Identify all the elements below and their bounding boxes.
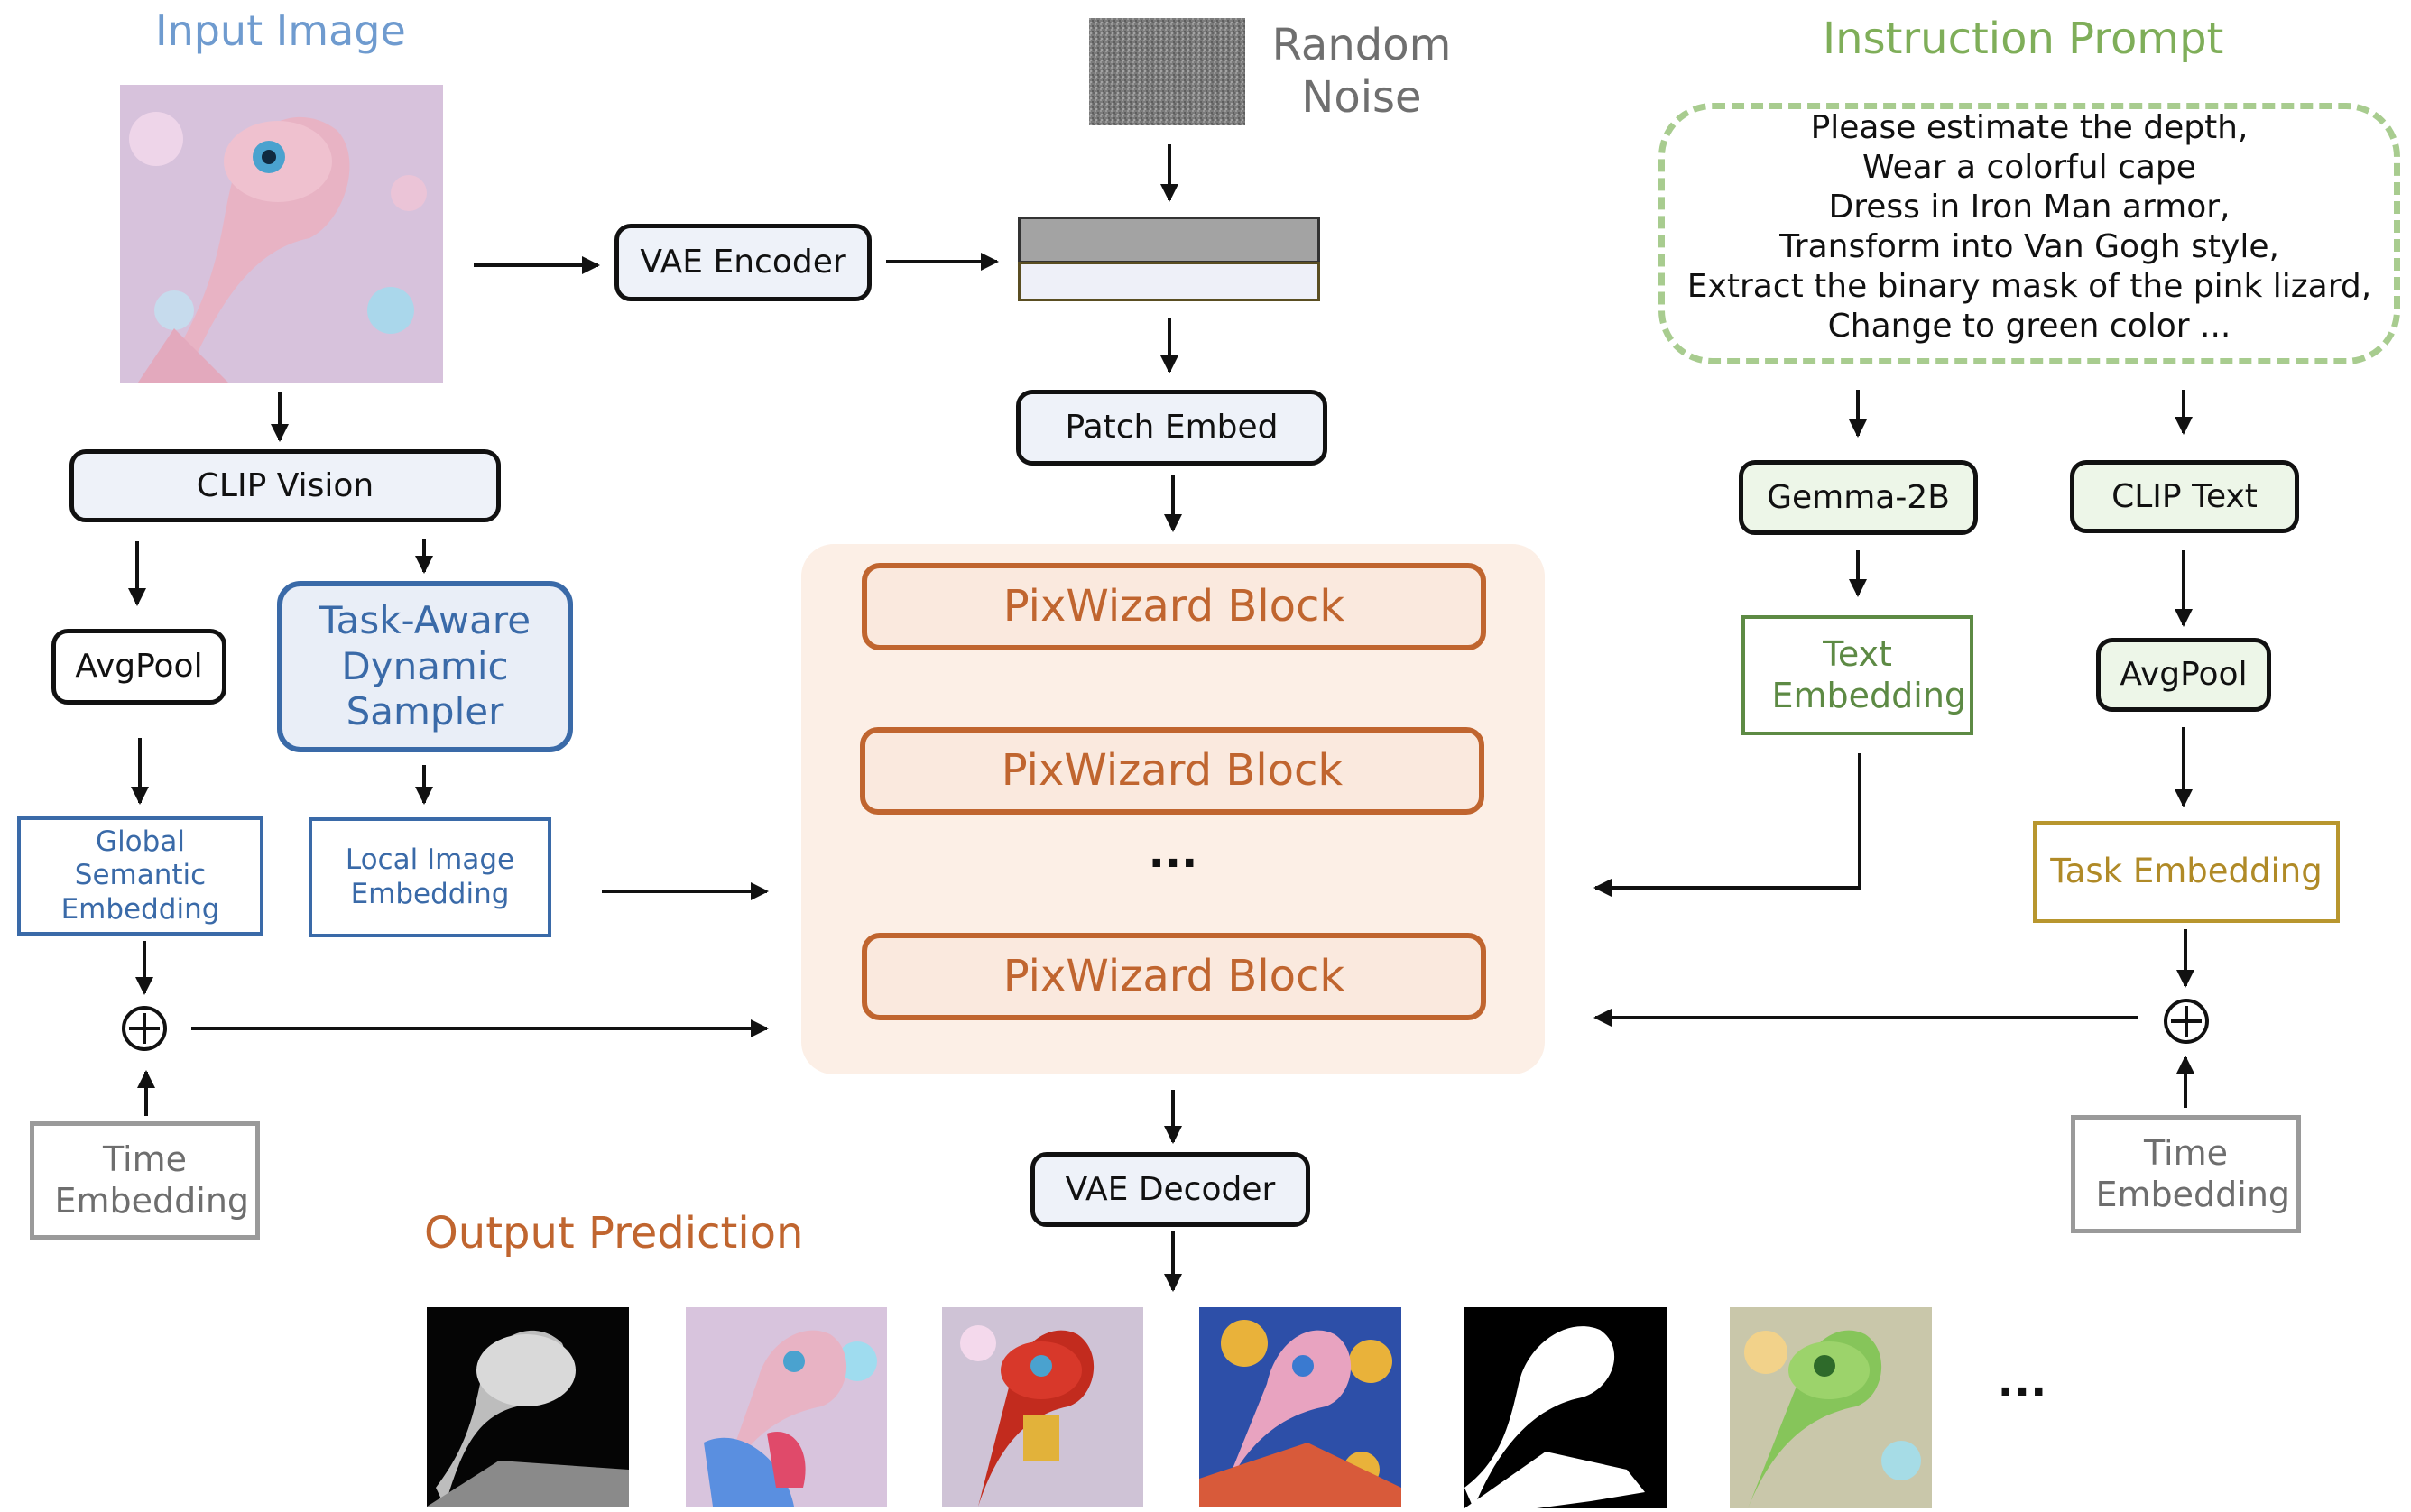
pixwizard-block-1: PixWizard Block [862,563,1486,650]
instruction-prompt-title: Instruction Prompt [1823,14,2224,64]
text-embedding-box: Text Embedding [1741,615,1973,735]
prompt-line-4: Transform into Van Gogh style, [1779,228,2279,265]
vae-encoder-box: VAE Encoder [614,224,872,301]
prompt-line-1: Please estimate the depth, [1810,109,2249,146]
output-depth-map [427,1307,629,1507]
add-right-icon [2164,999,2209,1044]
time-embedding-left-label: Time Embedding [54,1139,250,1221]
instruction-prompt-box [1658,103,2400,364]
prompt-line-5: Extract the binary mask of the pink liza… [1686,268,2372,305]
prompt-line-3: Dress in Iron Man armor, [1828,189,2231,226]
output-prediction-title: Output Prediction [424,1208,804,1258]
block-ellipsis: ... [1148,827,1198,878]
output-binary-mask [1464,1307,1667,1508]
latent-image-layer [1018,262,1320,301]
prompt-lines: Please estimate the depth, Wear a colorf… [1658,108,2400,346]
patch-embed-box: Patch Embed [1016,390,1327,466]
pixwizard-block-2: PixWizard Block [860,727,1484,815]
task-embedding-box: Task Embedding [2033,821,2340,923]
time-embedding-right-label: Time Embedding [2095,1132,2291,1214]
output-iron-man-armor [942,1307,1143,1507]
local-image-embedding-box: Local Image Embedding [309,817,551,937]
random-noise-title: Random Noise [1271,20,1452,123]
pixwizard-block-3: PixWizard Block [862,933,1486,1020]
global-semantic-embedding-box: Global Semantic Embedding [17,816,263,936]
output-van-gogh-style [1199,1307,1401,1507]
task-aware-sampler-label: Task-Aware Dynamic Sampler [319,598,531,734]
add-left-icon [122,1006,167,1051]
avgpool-right-box: AvgPool [2096,638,2271,712]
clip-vision-box: CLIP Vision [69,449,501,522]
output-colorful-cape [686,1307,887,1507]
latent-noise-layer [1018,217,1320,263]
random-noise-image [1089,18,1245,125]
clip-text-box: CLIP Text [2070,460,2299,533]
arrow-text-to-panel [1593,753,1861,897]
local-image-embedding-label: Local Image Embedding [345,844,515,910]
text-embedding-label: Text Embedding [1771,633,1967,715]
input-image-title: Input Image [155,6,406,55]
global-semantic-embedding-label: Global Semantic Embedding [60,825,220,926]
vae-decoder-box: VAE Decoder [1030,1152,1310,1227]
outputs-ellipsis: ... [1997,1356,2047,1406]
input-lizard-image [120,85,443,383]
output-green-color [1730,1307,1932,1508]
prompt-line-2: Wear a colorful cape [1862,149,2196,186]
task-aware-sampler-box: Task-Aware Dynamic Sampler [277,581,573,752]
avgpool-left-box: AvgPool [51,629,226,705]
gemma-box: Gemma-2B [1739,460,1978,535]
time-embedding-right-box: Time Embedding [2071,1115,2301,1233]
time-embedding-left-box: Time Embedding [30,1121,260,1240]
prompt-line-6: Change to green color ... [1827,308,2231,345]
